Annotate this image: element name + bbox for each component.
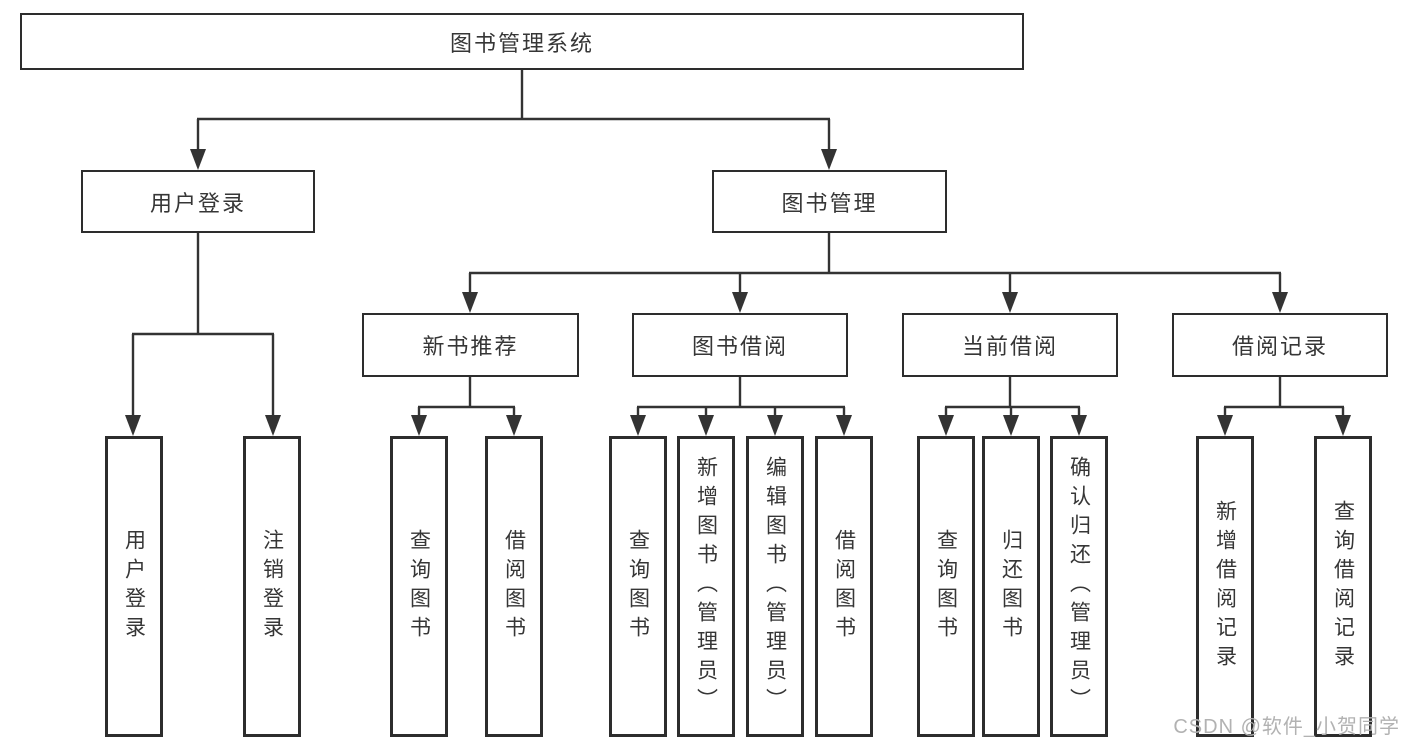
leaf-edit-books-admin-label: 编辑图书（管理员） — [763, 456, 787, 717]
leaf-query-books-recommend: 查询图书 — [390, 436, 448, 737]
node-current-borrow-label: 当前借阅 — [961, 334, 1058, 359]
node-book-borrow: 图书借阅 — [632, 313, 848, 377]
leaf-query-books-current-label: 查询图书 — [934, 528, 958, 645]
node-user-login-label: 用户登录 — [149, 190, 246, 216]
leaf-user-login: 用户登录 — [105, 436, 163, 737]
leaf-edit-books-admin: 编辑图书（管理员） — [746, 436, 804, 737]
leaf-confirm-return-admin-label: 确认归还（管理员） — [1067, 456, 1091, 717]
node-book-borrow-label: 图书借阅 — [691, 334, 788, 359]
leaf-return-books: 归还图书 — [982, 436, 1040, 737]
leaf-logout-label: 注销登录 — [260, 528, 284, 645]
node-library-management-system: 图书管理系统 — [20, 13, 1024, 70]
node-book-management: 图书管理 — [712, 170, 947, 233]
node-borrow-records-label: 借阅记录 — [1231, 334, 1328, 359]
node-borrow-records: 借阅记录 — [1172, 313, 1388, 377]
node-book-management-label: 图书管理 — [781, 190, 878, 216]
node-new-book-recommend: 新书推荐 — [362, 313, 579, 377]
leaf-return-books-label: 归还图书 — [999, 528, 1023, 645]
leaf-add-books-admin: 新增图书（管理员） — [677, 436, 735, 737]
leaf-query-books-borrow: 查询图书 — [609, 436, 667, 737]
leaf-add-books-admin-label: 新增图书（管理员） — [694, 456, 718, 717]
leaf-query-borrow-record: 查询借阅记录 — [1314, 436, 1372, 737]
leaf-borrow-books-recommend: 借阅图书 — [485, 436, 543, 737]
node-current-borrow: 当前借阅 — [902, 313, 1118, 377]
node-new-book-recommend-label: 新书推荐 — [422, 334, 519, 359]
leaf-add-borrow-record: 新增借阅记录 — [1196, 436, 1254, 737]
leaf-borrow-books-recommend-label: 借阅图书 — [502, 528, 526, 645]
leaf-logout: 注销登录 — [243, 436, 301, 737]
node-library-management-system-label: 图书管理系统 — [449, 30, 594, 56]
leaf-user-login-label: 用户登录 — [122, 528, 146, 645]
leaf-query-books-recommend-label: 查询图书 — [407, 528, 431, 645]
node-user-login: 用户登录 — [81, 170, 315, 233]
leaf-query-borrow-record-label: 查询借阅记录 — [1331, 499, 1355, 674]
leaf-borrow-books: 借阅图书 — [815, 436, 873, 737]
leaf-query-books-current: 查询图书 — [917, 436, 975, 737]
leaf-add-borrow-record-label: 新增借阅记录 — [1213, 499, 1237, 674]
csdn-watermark: CSDN @软件_小贺同学 — [1173, 716, 1400, 738]
leaf-borrow-books-label: 借阅图书 — [832, 528, 856, 645]
leaf-query-books-borrow-label: 查询图书 — [626, 528, 650, 645]
leaf-confirm-return-admin: 确认归还（管理员） — [1050, 436, 1108, 737]
